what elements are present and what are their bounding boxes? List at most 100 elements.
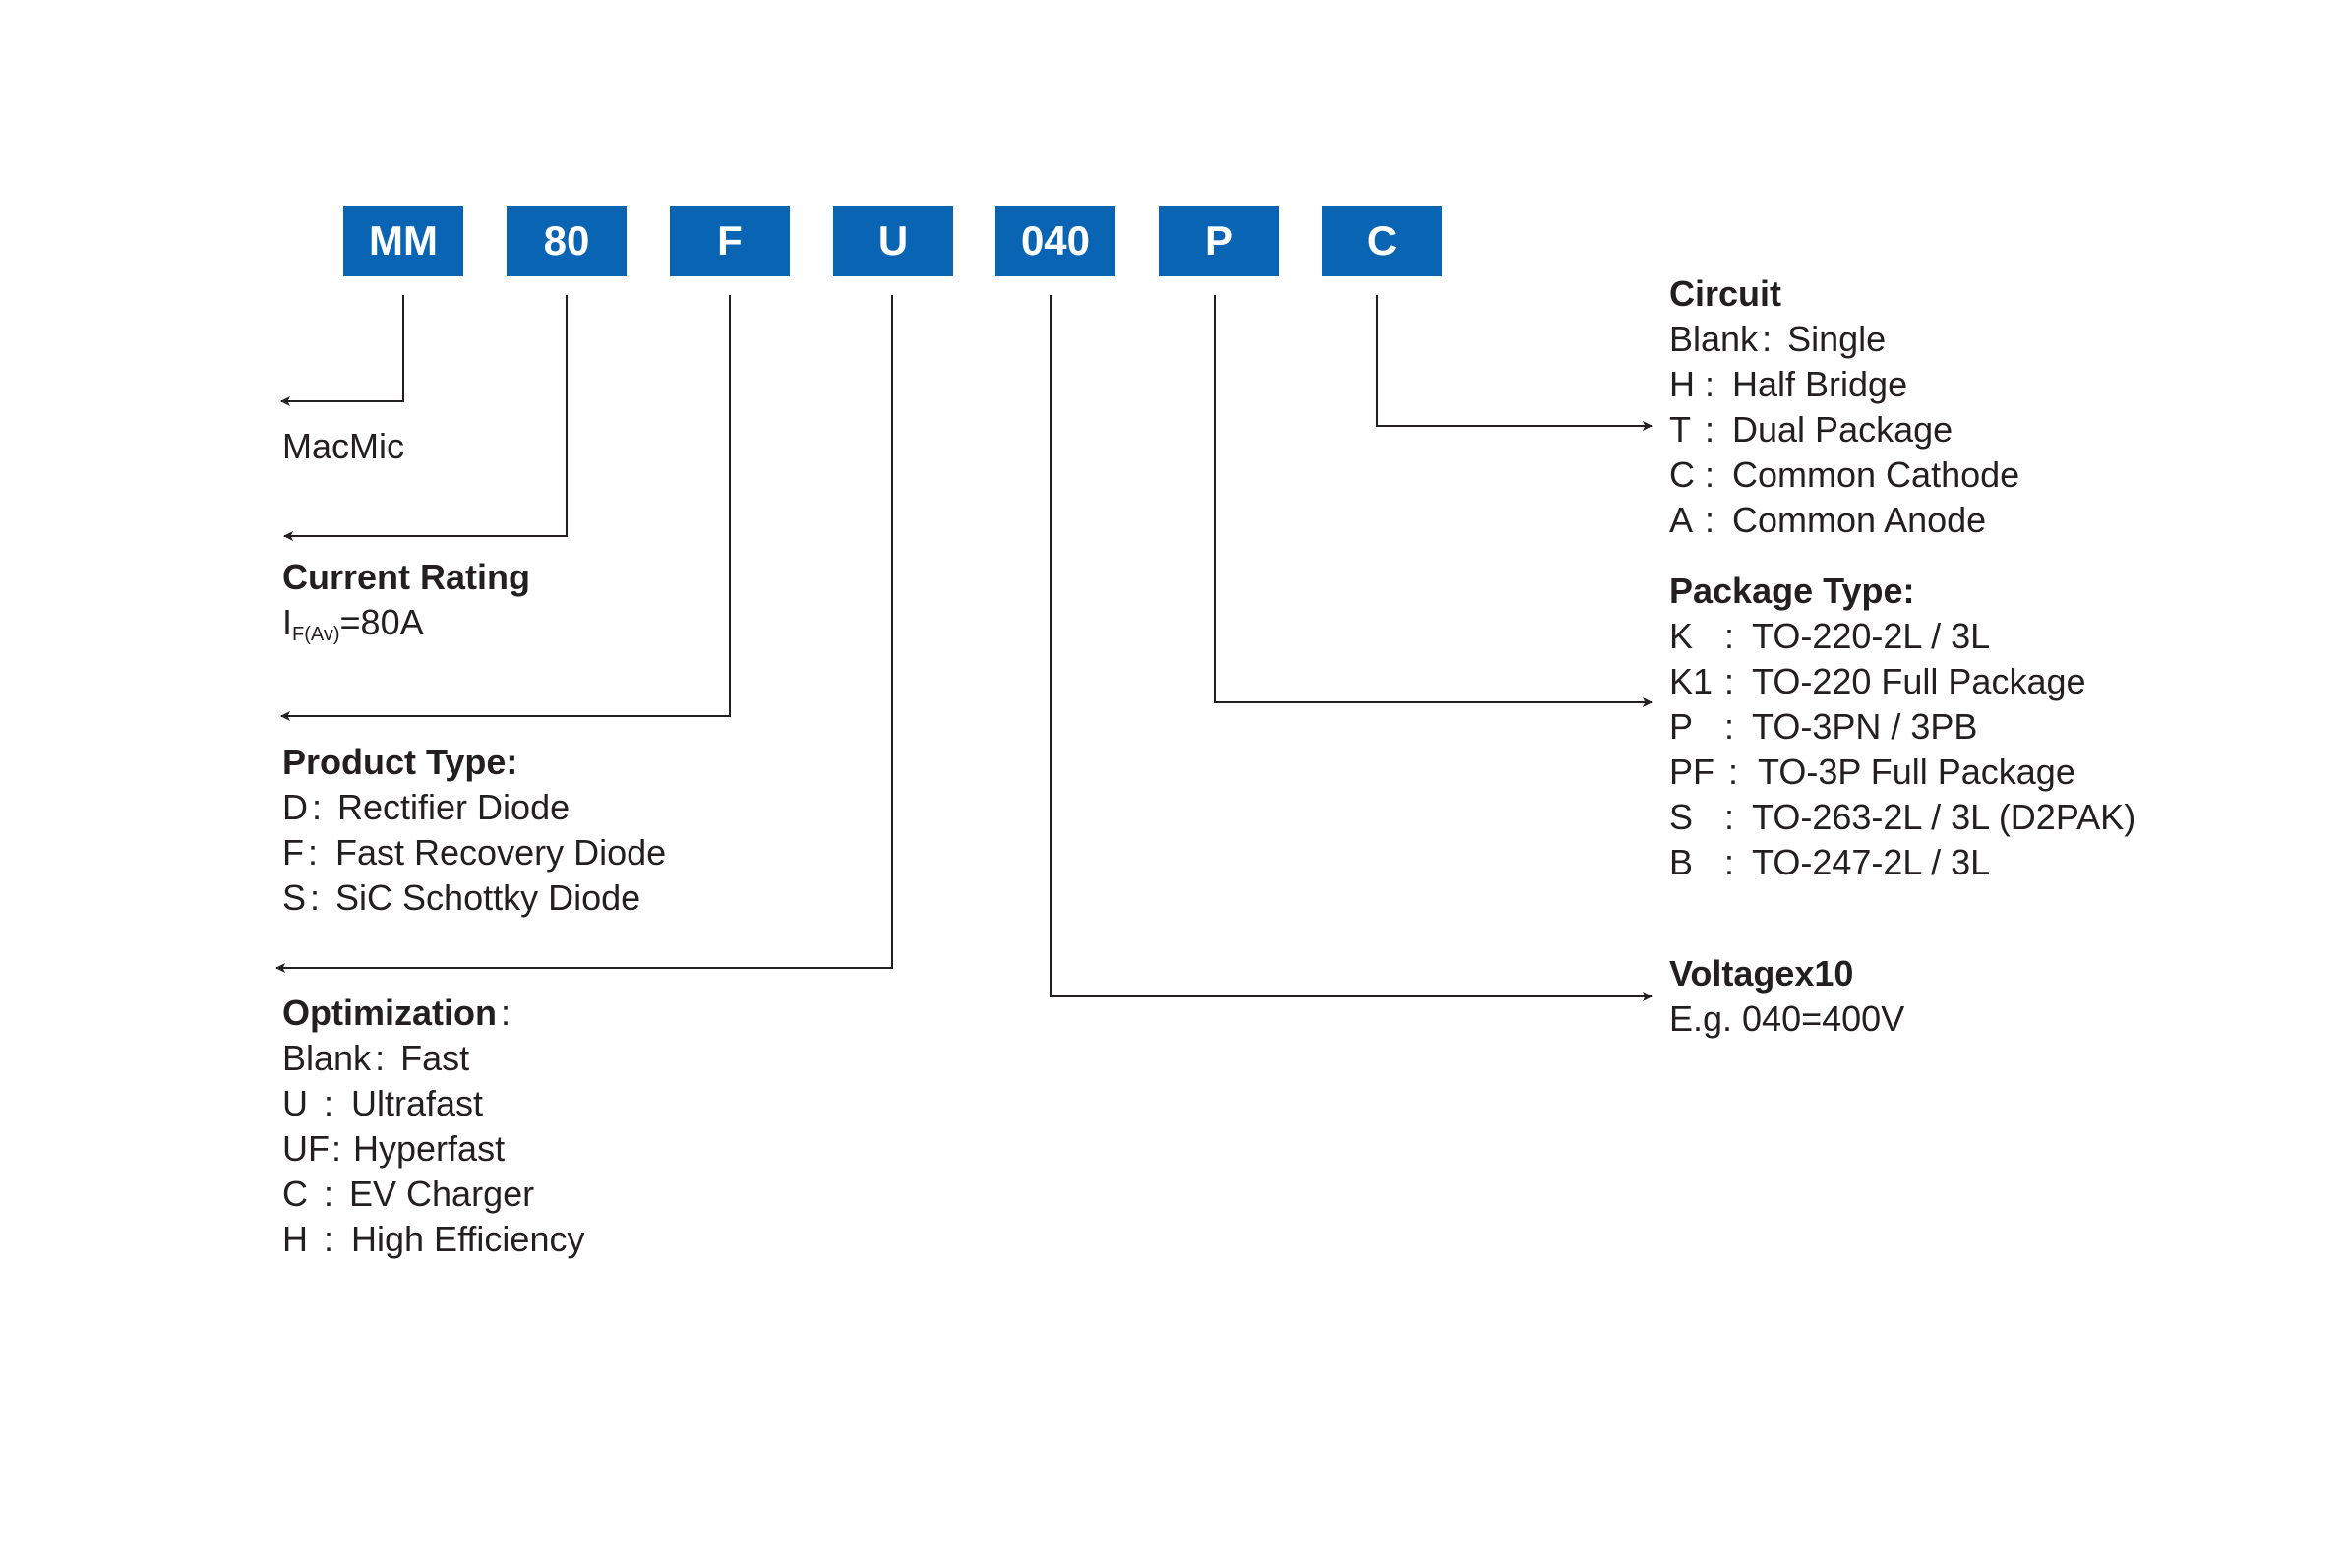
item-code: C	[282, 1174, 308, 1214]
optimization-item: UF: Hyperfast	[282, 1126, 584, 1172]
package-type-item: B: TO-247-2L / 3L	[1669, 840, 2135, 885]
macmic-block: MacMic	[282, 424, 404, 469]
item-sep: :	[324, 1083, 334, 1123]
product-type-heading: Product Type:	[282, 742, 518, 782]
item-text: Fast	[400, 1038, 470, 1078]
item-code: Blank	[282, 1038, 372, 1078]
item-sep: :	[1724, 661, 1735, 701]
item-sep: :	[308, 832, 319, 873]
code-box-u: U	[833, 206, 953, 276]
circuit-item: C: Common Cathode	[1669, 452, 2019, 498]
item-sep: :	[1724, 842, 1735, 882]
item-code: B	[1669, 842, 1694, 882]
product-type-item: F:Fast Recovery Diode	[282, 830, 666, 875]
item-sep: :	[1705, 500, 1715, 540]
code-box-mm: MM	[343, 206, 463, 276]
item-code: H	[282, 1219, 308, 1259]
item-code: C	[1669, 454, 1695, 495]
item-text: TO-263-2L / 3L (D2PAK)	[1752, 797, 2136, 837]
item-sep: :	[1728, 752, 1739, 792]
item-sep: :	[1705, 454, 1715, 495]
item-sep: :	[331, 1128, 342, 1169]
item-code: S	[1669, 797, 1694, 837]
item-text: TO-220-2L / 3L	[1752, 616, 1991, 656]
code-box-f: F	[670, 206, 790, 276]
current-rating-heading: Current Rating	[282, 557, 530, 597]
item-code: K1	[1669, 661, 1714, 701]
package-type-item: K: TO-220-2L / 3L	[1669, 614, 2135, 659]
circuit-item: H: Half Bridge	[1669, 362, 2019, 407]
item-text: TO-220 Full Package	[1752, 661, 2086, 701]
item-sep: :	[1724, 797, 1735, 837]
macmic-label: MacMic	[282, 426, 404, 466]
item-text: Ultrafast	[351, 1083, 484, 1123]
code-box-80: 80	[507, 206, 627, 276]
optimization-heading-row: Optimization:	[282, 991, 584, 1036]
product-type-item: S:SiC Schottky Diode	[282, 875, 666, 921]
connector-040	[1050, 295, 1653, 1001]
item-sep: :	[324, 1219, 334, 1259]
connector-mm	[280, 295, 404, 406]
item-code: UF	[282, 1128, 330, 1169]
code-box-c: C	[1322, 206, 1442, 276]
circuit-item: T: Dual Package	[1669, 407, 2019, 452]
item-code: U	[282, 1083, 308, 1123]
item-text: Half Bridge	[1732, 364, 1908, 404]
item-text: Common Anode	[1732, 500, 1987, 540]
item-text: Fast Recovery Diode	[335, 832, 667, 873]
optimization-item: U: Ultrafast	[282, 1081, 584, 1126]
item-text: Rectifier Diode	[337, 787, 571, 827]
current-amount: =80A	[339, 602, 424, 642]
item-code: H	[1669, 364, 1695, 404]
package-type-item: K1: TO-220 Full Package	[1669, 659, 2135, 704]
product-type-block: Product Type: D:Rectifier Diode F:Fast R…	[282, 740, 666, 921]
item-sep: :	[375, 1038, 386, 1078]
current-rating-block: Current Rating IF(Av)=80A	[282, 555, 530, 657]
item-sep: :	[1705, 409, 1715, 450]
item-sep: :	[312, 787, 323, 827]
package-type-item: P:TO-3PN / 3PB	[1669, 704, 2135, 750]
item-code: K	[1669, 616, 1694, 656]
item-text: SiC Schottky Diode	[335, 877, 641, 918]
optimization-heading: Optimization	[282, 993, 497, 1033]
optimization-item: Blank: Fast	[282, 1036, 584, 1081]
connector-f	[280, 295, 731, 721]
circuit-block: Circuit Blank: Single H: Half Bridge T: Dua…	[1669, 271, 2019, 543]
item-sep: :	[310, 877, 321, 918]
item-code: PF	[1669, 752, 1715, 792]
item-text: Dual Package	[1732, 409, 1954, 450]
circuit-heading: Circuit	[1669, 273, 1782, 314]
item-code: Blank	[1669, 319, 1759, 359]
current-symbol: I	[282, 602, 293, 642]
optimization-item: C:EV Charger	[282, 1172, 584, 1217]
voltage-example: E.g. 040=400V	[1669, 998, 1905, 1039]
item-text: TO-3P Full Package	[1758, 752, 2075, 792]
item-text: TO-247-2L / 3L	[1752, 842, 1991, 882]
voltage-block: Voltagex10 E.g. 040=400V	[1669, 951, 1904, 1042]
item-text: Common Cathode	[1732, 454, 2020, 495]
item-code: D	[282, 787, 308, 827]
item-code: P	[1669, 706, 1694, 747]
current-subscript: F(Av)	[292, 624, 340, 645]
item-text: High Efficiency	[351, 1219, 585, 1259]
optimization-heading-colon: :	[501, 993, 511, 1033]
item-text: Single	[1787, 319, 1887, 359]
product-type-item: D: Rectifier Diode	[282, 785, 666, 830]
item-sep: :	[1705, 364, 1715, 404]
connector-80	[283, 295, 568, 541]
item-text: EV Charger	[349, 1174, 535, 1214]
item-sep: :	[1724, 616, 1735, 656]
circuit-item: Blank: Single	[1669, 317, 2019, 362]
current-rating-value: IF(Av)=80A	[282, 600, 530, 657]
item-code: T	[1669, 409, 1691, 450]
connector-p	[1214, 295, 1653, 707]
item-sep: :	[1762, 319, 1773, 359]
optimization-block: Optimization: Blank:Fast U:Ultrafast UF:…	[282, 991, 584, 1262]
package-type-heading: Package Type:	[1669, 571, 1915, 611]
optimization-item: H: High Efficiency	[282, 1217, 584, 1262]
package-type-item: PF: TO-3P Full Package	[1669, 750, 2135, 795]
connector-u	[275, 295, 893, 973]
item-text: Hyperfast	[353, 1128, 506, 1169]
circuit-item: A:Common Anode	[1669, 498, 2019, 543]
